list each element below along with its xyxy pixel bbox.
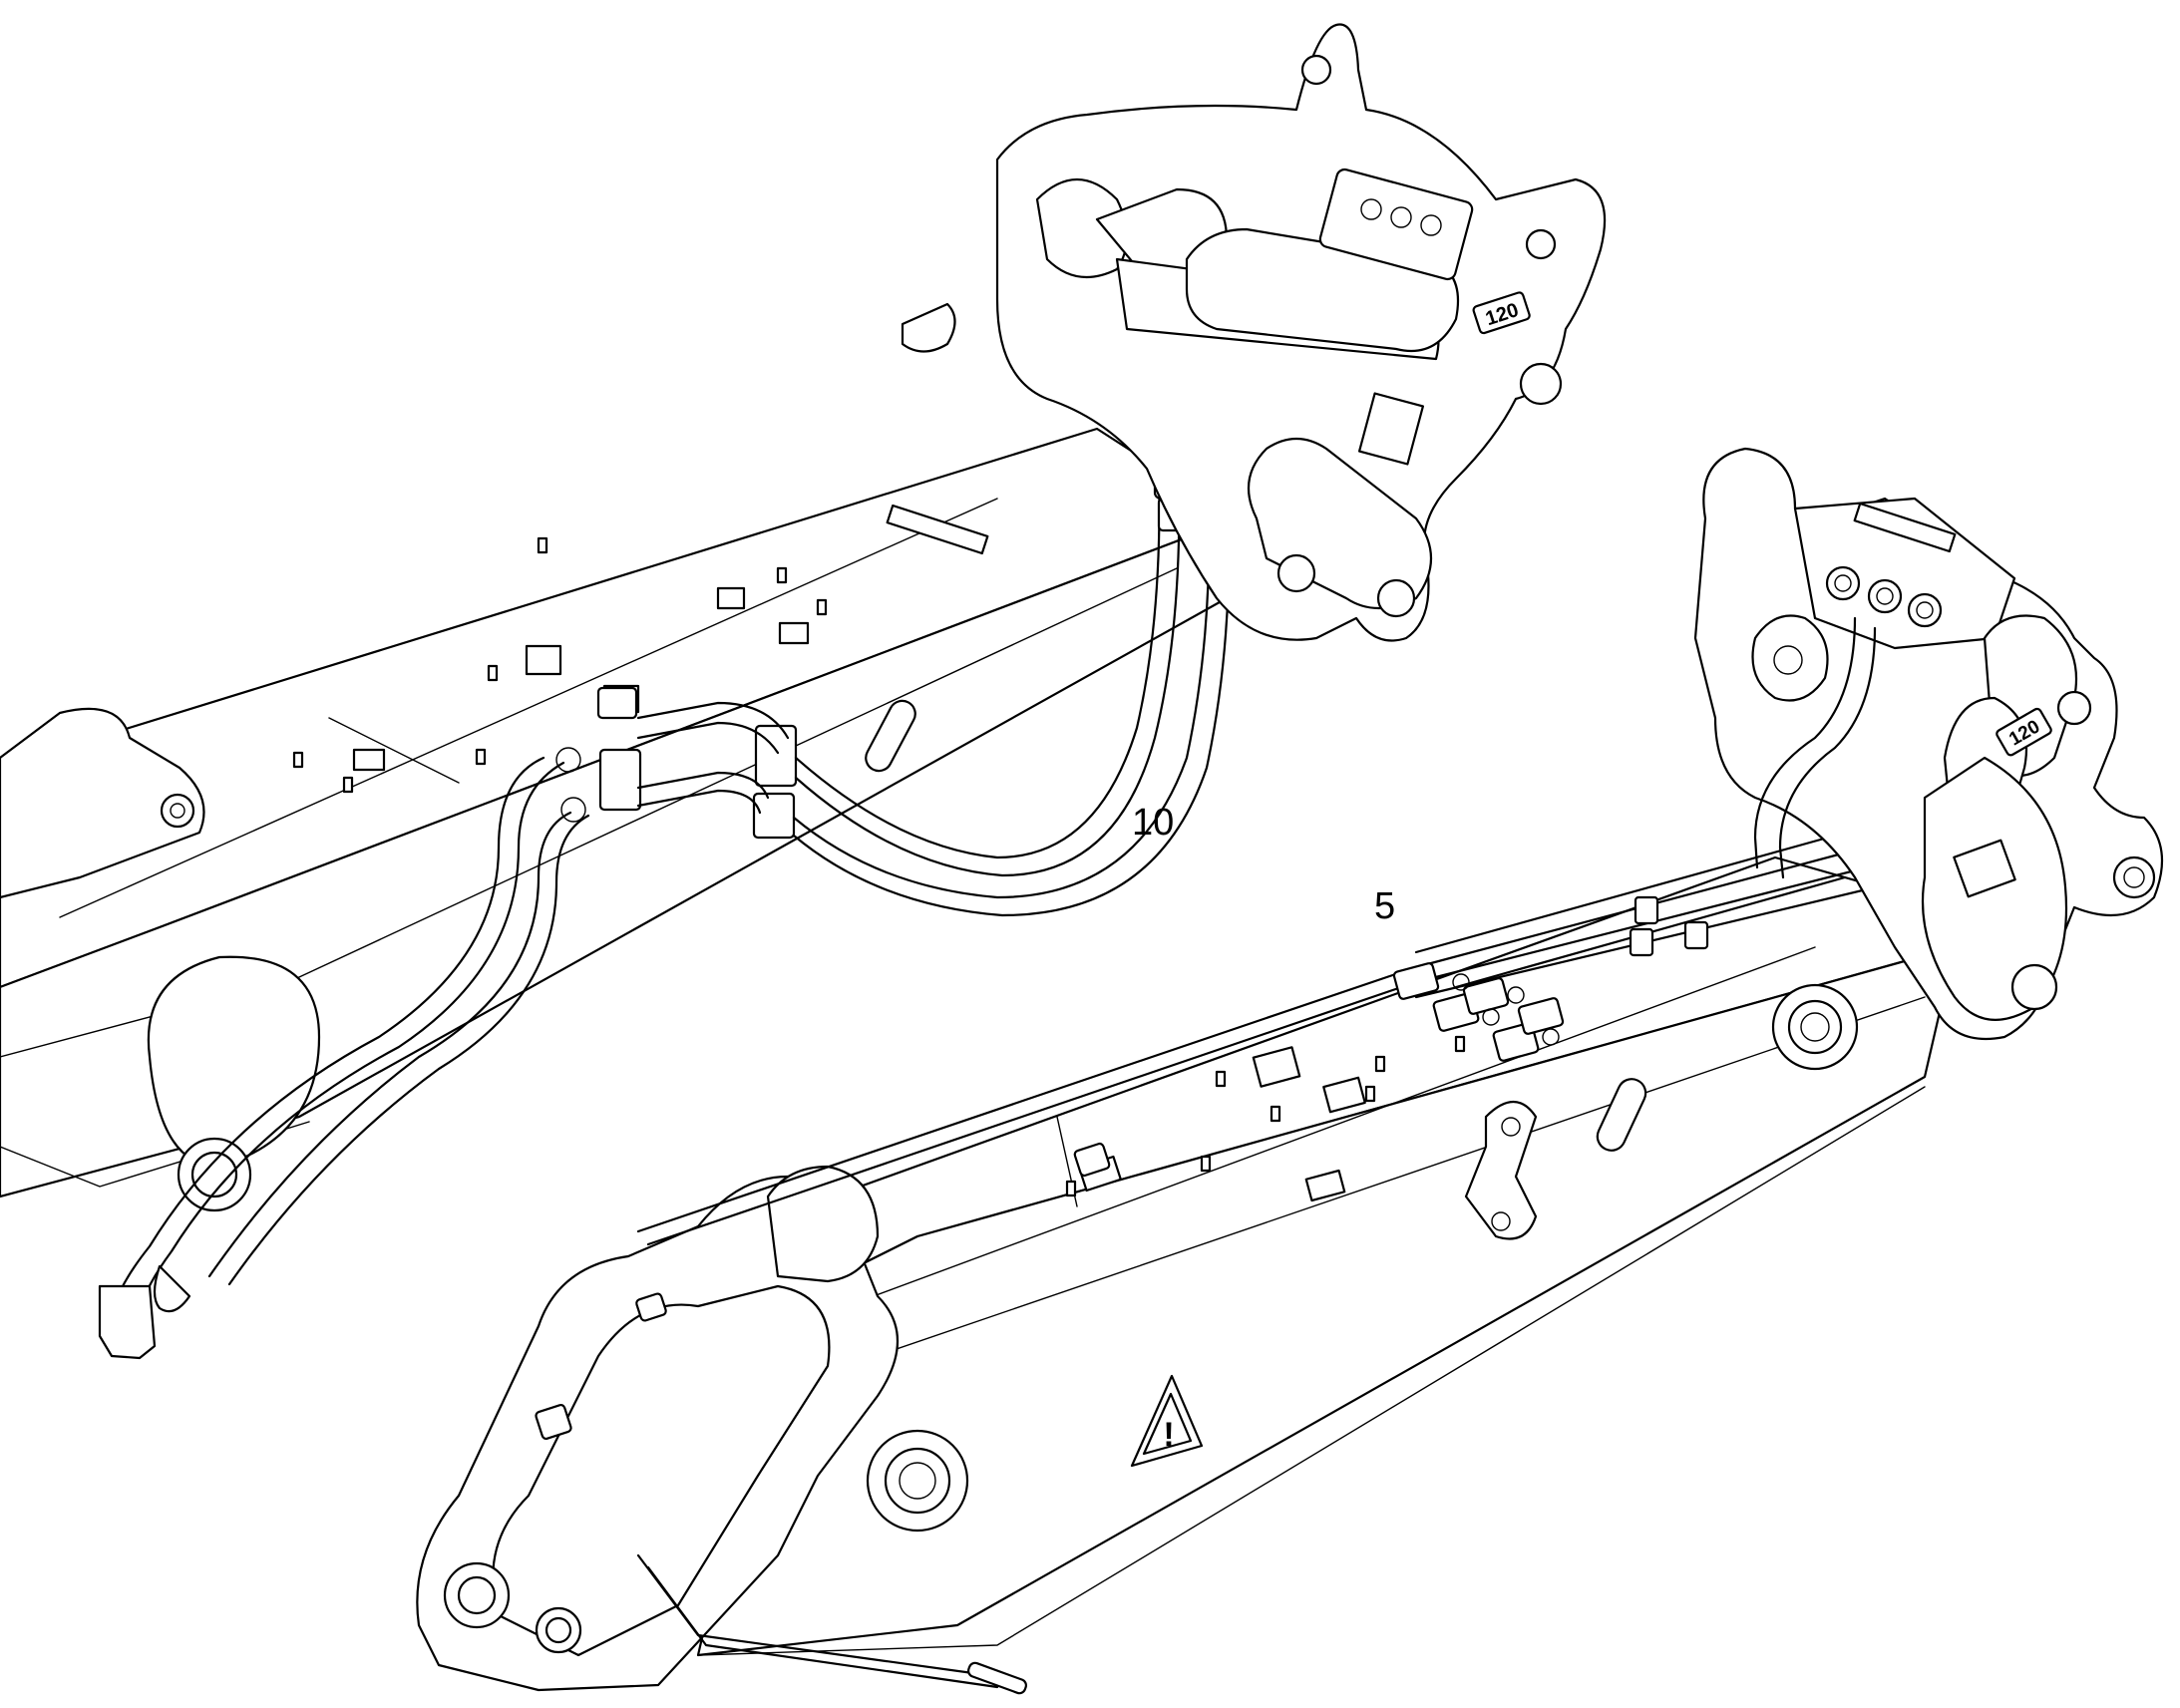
left-hose-hanger bbox=[901, 302, 956, 353]
callout-label-5: 5 bbox=[1374, 885, 1396, 927]
right-boom-assembly: ! bbox=[416, 447, 2164, 1695]
left-hose-manifold bbox=[555, 686, 798, 840]
left-rear-pivot-plate bbox=[0, 707, 205, 899]
right-slotted-link bbox=[1596, 1078, 1647, 1152]
warning-symbol: ! bbox=[1163, 1416, 1174, 1454]
left-lower-hoses bbox=[98, 756, 590, 1360]
callout-label-10: 10 bbox=[1132, 802, 1175, 844]
warning-triangle-icon: ! bbox=[1130, 1374, 1204, 1468]
left-boom-assembly: 120 bbox=[0, 23, 1607, 1360]
left-slotted-link bbox=[865, 699, 916, 773]
right-front-bracket: 120 bbox=[1693, 447, 2164, 1041]
right-s-link bbox=[1464, 1101, 1538, 1240]
left-front-bracket: 120 bbox=[995, 23, 1607, 642]
right-bracket-hose bbox=[1753, 616, 1857, 869]
right-boom-mounting-tabs bbox=[1065, 1035, 1466, 1202]
right-coupling-cluster bbox=[1392, 962, 1565, 1062]
